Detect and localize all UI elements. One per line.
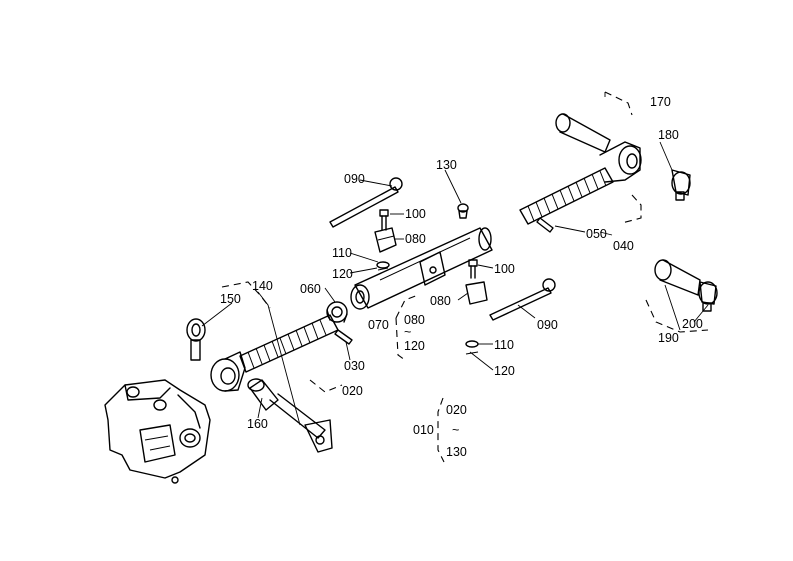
label-020: 020	[342, 384, 363, 398]
dashed-bracket-070	[395, 294, 419, 361]
washer-110-120-upper	[376, 261, 390, 271]
label-060: 060	[300, 282, 321, 296]
label-120-group: 120	[404, 339, 425, 353]
label-080-upper: 080	[405, 232, 426, 246]
label-140: 140	[252, 279, 273, 293]
label-010: 010	[413, 423, 434, 437]
label-020-group: 020	[446, 403, 467, 417]
label-110-upper: 110	[332, 246, 352, 260]
spring-pin-050	[536, 217, 554, 233]
right-threaded-screw	[519, 167, 614, 225]
label-170: 170	[650, 95, 671, 109]
label-070: 070	[368, 318, 389, 332]
right-rod-end	[599, 141, 642, 183]
part-labels: 170 180 130 090 100 080 110 120 050 040 …	[220, 95, 703, 459]
label-190: 190	[658, 331, 679, 345]
pin-090-upper	[329, 177, 403, 228]
label-120-upper: 120	[332, 267, 353, 281]
tilde-070: ~	[404, 325, 411, 339]
mounting-bracket	[104, 379, 211, 484]
bolt-100-upper	[379, 209, 389, 231]
lynch-pin-180	[671, 169, 691, 201]
pin-170	[555, 113, 611, 153]
clamp-080-upper	[374, 227, 397, 253]
pin-160	[247, 378, 333, 453]
label-110-lower: 110	[494, 338, 514, 352]
label-090-upper: 090	[344, 172, 365, 186]
turnbuckle-tube	[350, 227, 493, 310]
label-120-lower: 120	[494, 364, 515, 378]
label-100-upper: 100	[405, 207, 426, 221]
label-030: 030	[344, 359, 365, 373]
spring-pin-030	[334, 329, 353, 345]
label-090-lower: 090	[537, 318, 558, 332]
label-160: 160	[247, 417, 268, 431]
label-180: 180	[658, 128, 679, 142]
dashed-bracket-170-040	[604, 91, 642, 224]
lynch-pin-200	[698, 281, 718, 312]
washer-110-120-lower	[465, 340, 479, 355]
label-100-lower: 100	[494, 262, 515, 276]
label-200: 200	[682, 317, 703, 331]
tilde-010: ~	[452, 423, 459, 437]
grease-nipple-130	[457, 203, 469, 219]
dashed-bracket-010	[437, 397, 445, 463]
label-130-group: 130	[446, 445, 467, 459]
label-080-lower: 080	[430, 294, 451, 308]
label-150: 150	[220, 292, 241, 306]
label-080-group: 080	[404, 313, 425, 327]
pin-090-lower	[489, 278, 556, 321]
lock-nut-060	[326, 301, 348, 323]
left-threaded-screw	[239, 314, 339, 373]
dashed-bracket-190-200	[645, 299, 709, 333]
bolt-100-lower	[468, 259, 478, 279]
left-rod-end	[210, 351, 246, 392]
pin-190	[654, 259, 701, 296]
clamp-080-lower	[465, 281, 488, 305]
ring-pin-150	[186, 318, 206, 361]
label-040: 040	[613, 239, 634, 253]
leader-lines	[201, 141, 709, 426]
label-050: 050	[586, 227, 607, 241]
label-130: 130	[436, 158, 457, 172]
